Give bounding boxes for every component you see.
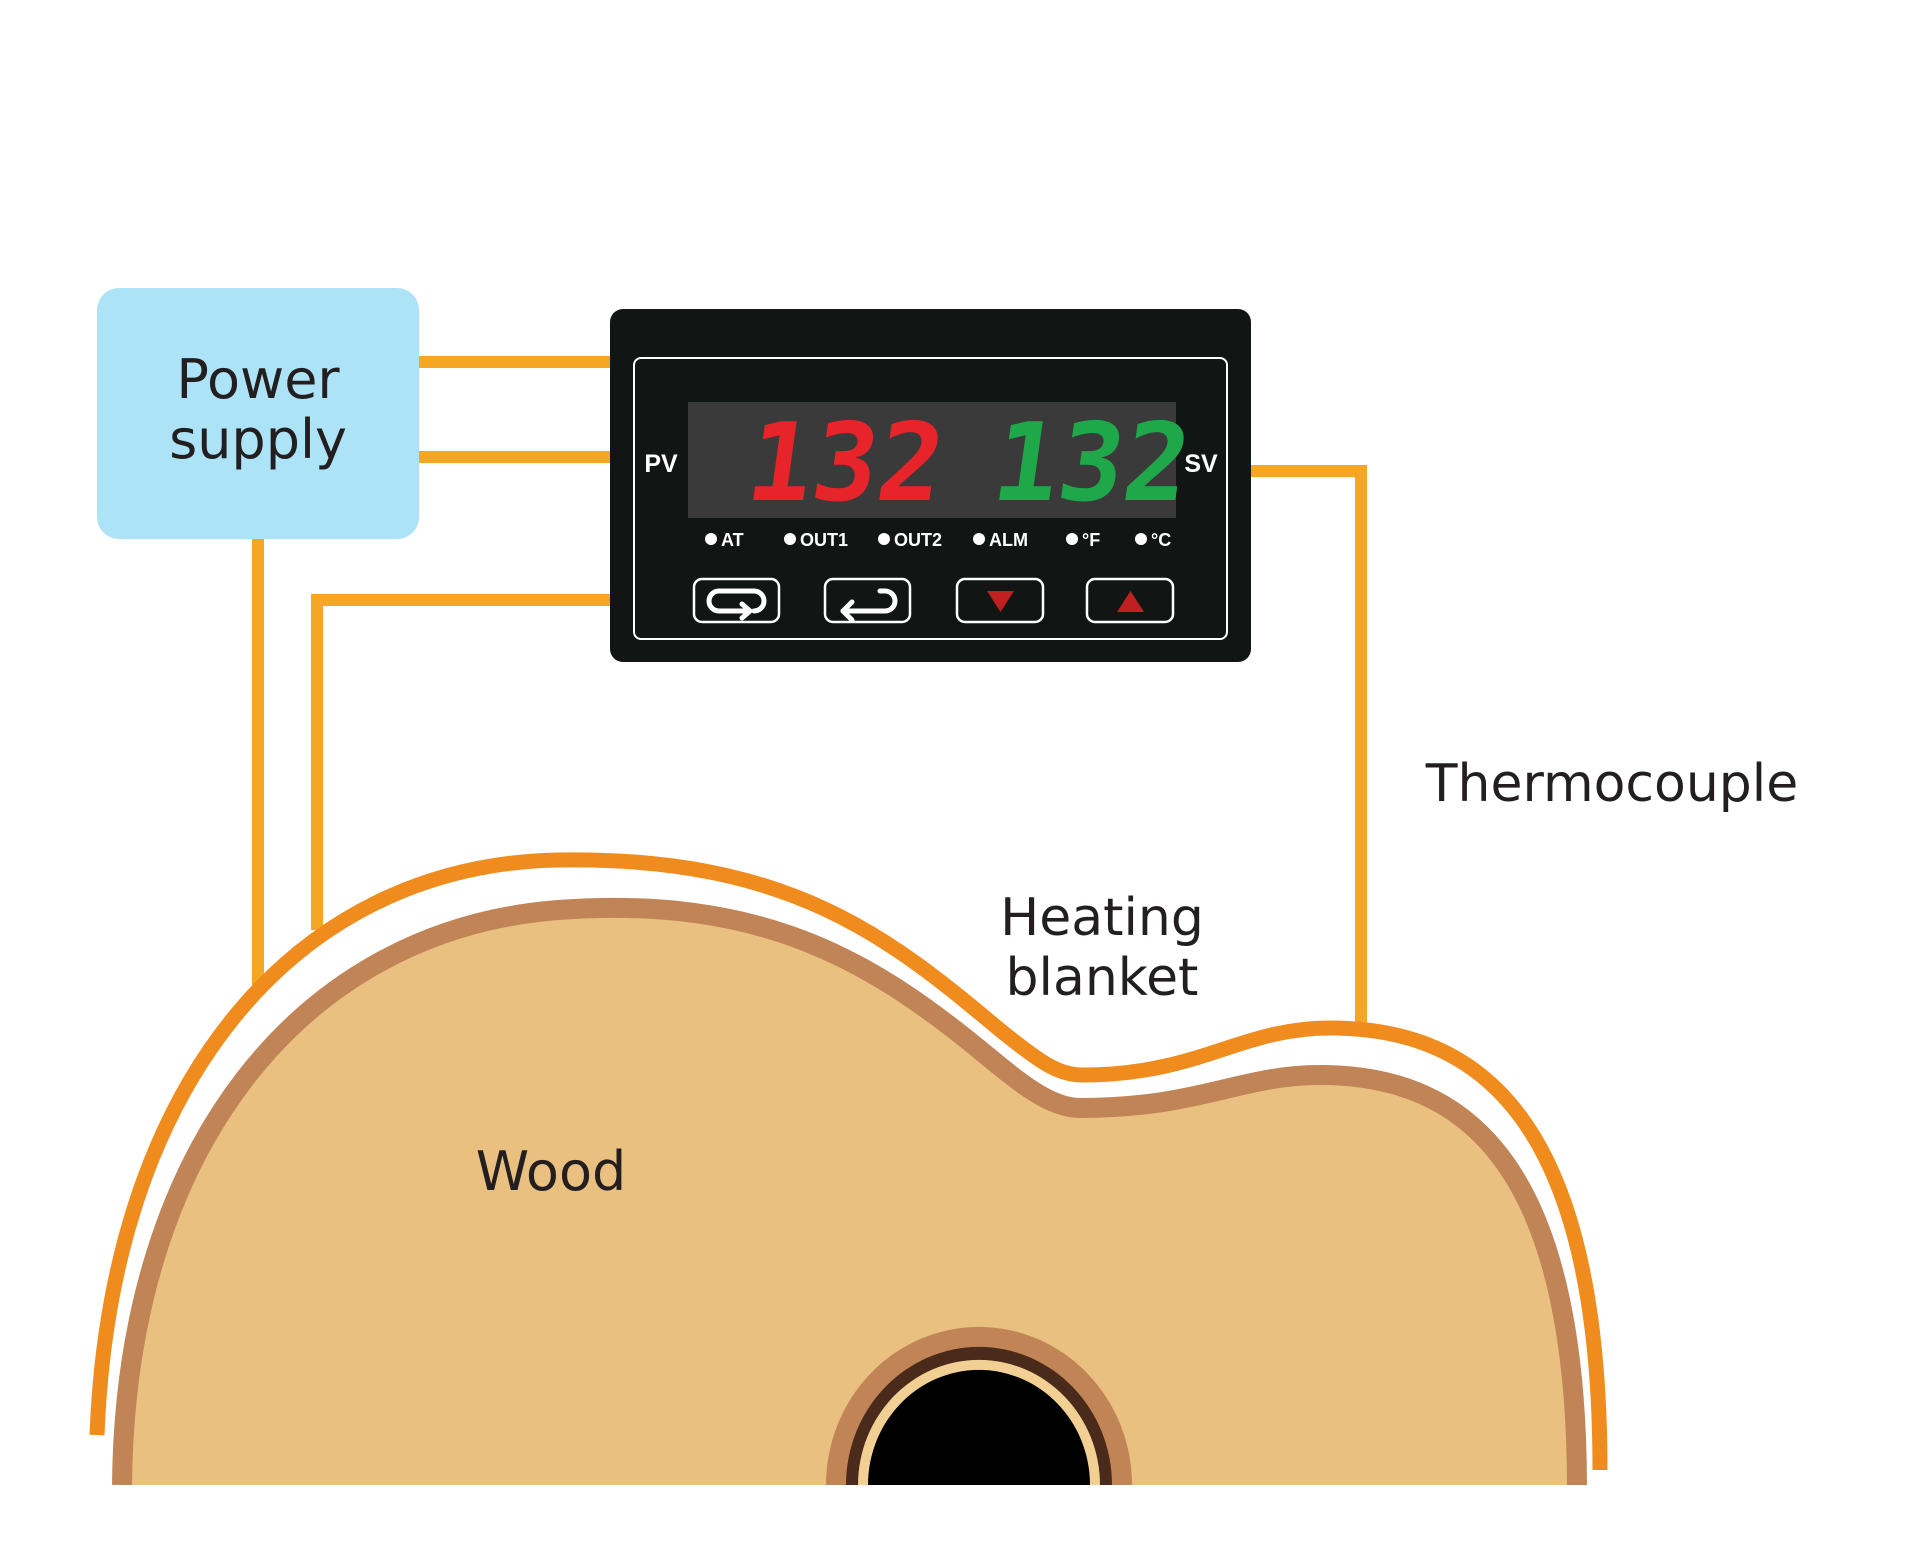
indicator-out1-label: OUT1 [800, 530, 848, 550]
controller-bezel [633, 357, 1228, 640]
sound-hole-inner [868, 1369, 1090, 1485]
cycle-icon [706, 588, 767, 621]
wood-body [89, 852, 1608, 1486]
indicator-out1-led [784, 533, 796, 545]
pv-label: PV [644, 450, 678, 478]
indicator-alm-label: ALM [989, 530, 1028, 550]
thermocouple-wire [1250, 465, 1367, 1025]
enter-icon [840, 588, 898, 623]
indicator-at: AT [705, 530, 744, 550]
indicator-celsius-label: °C [1151, 530, 1171, 550]
indicator-alm: ALM [973, 530, 1028, 550]
indicator-row: AT OUT1 OUT2 ALM °F °C [705, 530, 1171, 550]
wires [252, 356, 1367, 1025]
power-supply-label-line1: Power [176, 348, 340, 411]
blanket-wire-right [311, 594, 610, 930]
indicator-at-label: AT [721, 530, 744, 550]
thermocouple-label: Thermocouple [1425, 754, 1798, 814]
up-arrow-icon [1117, 591, 1144, 612]
pv-display: 132 [740, 399, 953, 525]
enter-button[interactable] [823, 577, 912, 624]
indicator-fahrenheit-label: °F [1082, 530, 1100, 550]
power-supply-box [97, 288, 419, 539]
heating-blanket-label-line1: Heating [1000, 888, 1204, 948]
indicator-out1: OUT1 [784, 530, 848, 550]
indicator-alm-led [973, 533, 985, 545]
wood-edge [112, 897, 1587, 1486]
indicator-out2: OUT2 [878, 530, 942, 550]
sv-display: 132 [986, 399, 1199, 525]
wood-label: Wood [476, 1140, 627, 1203]
wood-fill [122, 907, 1577, 1485]
indicator-out2-led [878, 533, 890, 545]
cycle-button[interactable] [692, 577, 781, 624]
power-supply: Power supply [97, 288, 419, 539]
sound-hole [826, 1326, 1132, 1485]
up-button[interactable] [1085, 577, 1175, 624]
sv-label: SV [1184, 450, 1218, 478]
indicator-celsius-led [1135, 533, 1147, 545]
indicator-fahrenheit-led [1066, 533, 1078, 545]
indicator-celsius: °C [1135, 530, 1171, 550]
indicator-out2-label: OUT2 [894, 530, 942, 550]
heating-blanket-label-line2: blanket [1006, 948, 1199, 1008]
temperature-controller: PV SV 132 132 AT OUT1 OUT2 ALM [610, 309, 1251, 662]
indicator-fahrenheit: °F [1066, 530, 1100, 550]
heating-blanket [89, 852, 1608, 1471]
indicator-at-led [705, 533, 717, 545]
down-button[interactable] [955, 577, 1045, 624]
display-window [688, 402, 1176, 518]
down-arrow-icon [987, 591, 1014, 612]
power-supply-label-line2: supply [169, 408, 347, 471]
